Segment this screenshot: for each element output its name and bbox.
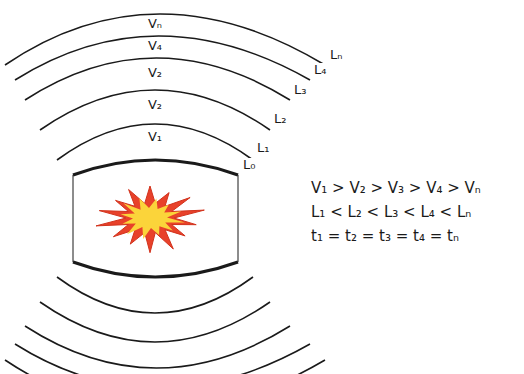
explosion-core bbox=[121, 198, 185, 239]
wave-arc bbox=[57, 124, 253, 160]
wave-arc bbox=[15, 36, 310, 80]
wave-arc bbox=[40, 302, 270, 342]
chamber-top bbox=[73, 160, 238, 175]
wave-fronts bbox=[5, 14, 325, 374]
distance-label: L₃ bbox=[293, 83, 307, 98]
relation-equation: t₁ = t₂ = t₃ = t₄ = tₙ bbox=[310, 228, 460, 245]
wave-speed-label: V₂ bbox=[147, 66, 163, 81]
wave-speed-label: V₂ bbox=[147, 98, 163, 113]
chamber bbox=[73, 160, 238, 277]
distance-label: L₀ bbox=[242, 158, 256, 173]
distance-label: Lₙ bbox=[329, 48, 343, 63]
explosion-burst bbox=[96, 186, 204, 253]
relation-equation: L₁ < L₂ < L₃ < L₄ < Lₙ bbox=[310, 204, 472, 221]
chamber-side bbox=[238, 175, 239, 262]
distance-label: L₄ bbox=[313, 63, 327, 78]
wave-arc bbox=[25, 58, 290, 100]
wave-arc bbox=[15, 344, 310, 374]
chamber-side bbox=[73, 175, 74, 262]
wave-speed-label: V₄ bbox=[147, 39, 163, 54]
distance-label: L₁ bbox=[256, 141, 270, 156]
wave-arc bbox=[25, 326, 290, 368]
chamber-bottom bbox=[73, 262, 238, 277]
wave-arc bbox=[5, 14, 325, 65]
wave-arc bbox=[40, 90, 270, 130]
wave-arc bbox=[5, 360, 325, 374]
wave-speed-label: V₁ bbox=[147, 130, 163, 145]
distance-label: L₂ bbox=[273, 112, 287, 127]
relation-equation: V₁ > V₂ > V₃ > V₄ > Vₙ bbox=[310, 180, 482, 197]
wave-arc bbox=[57, 277, 253, 313]
wave-speed-label: Vₙ bbox=[147, 17, 163, 32]
